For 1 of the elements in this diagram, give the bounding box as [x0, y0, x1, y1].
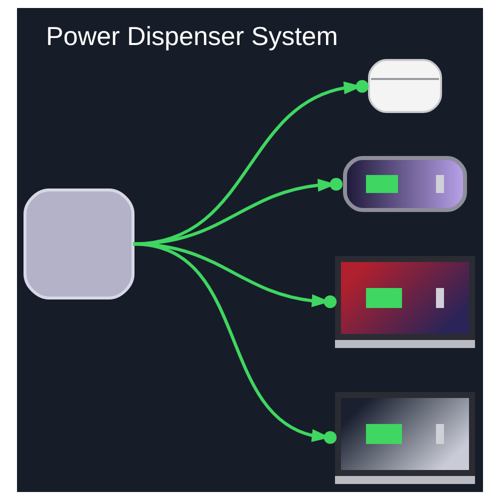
- diagram-title: Power Dispenser System: [46, 20, 338, 51]
